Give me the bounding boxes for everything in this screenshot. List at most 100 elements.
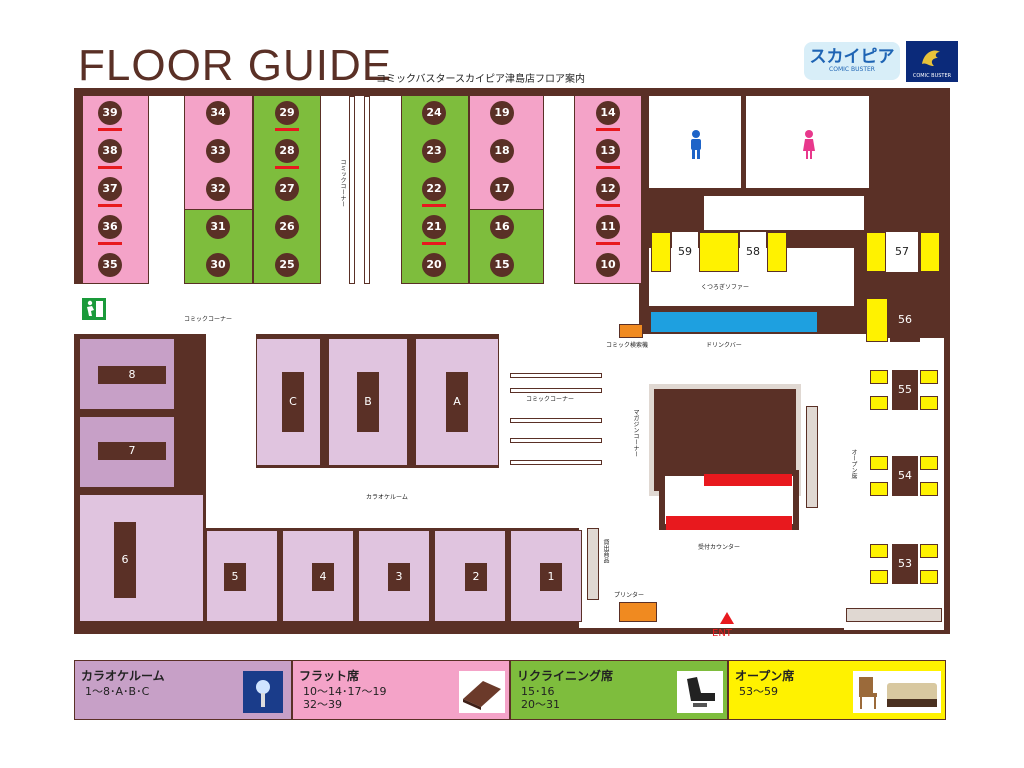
reception-label: 受付カウンター	[696, 544, 743, 552]
corridor	[74, 284, 639, 334]
seat-number[interactable]: 11	[596, 215, 620, 239]
seat-number[interactable]: 27	[275, 177, 299, 201]
rental-label: 貸出商品	[601, 538, 609, 564]
page-title: FLOOR GUIDE	[78, 41, 393, 90]
skypia-logo: スカイピア COMIC BUSTER	[804, 42, 900, 80]
magazine-corner-label: マガジンコーナー	[631, 408, 639, 458]
seat-number[interactable]: 37	[98, 177, 122, 201]
legend-flat: フラット席 10～14･17～19 32～39	[292, 660, 510, 720]
printer[interactable]	[619, 602, 657, 622]
seat-number[interactable]: 20	[422, 253, 446, 277]
room-number: 5	[224, 563, 246, 591]
comic-shelf	[510, 460, 602, 465]
seat-divider	[98, 128, 122, 131]
open-seat-chair	[920, 456, 938, 470]
seat-number[interactable]: 22	[422, 177, 446, 201]
seat-number[interactable]: 17	[490, 177, 514, 201]
sofa-chair-icon	[853, 671, 941, 713]
karaoke-room-1[interactable]	[510, 530, 582, 622]
seat-number[interactable]: 32	[206, 177, 230, 201]
seat-number[interactable]: 13	[596, 139, 620, 163]
open-seat-chair	[920, 232, 940, 272]
comic-shelf	[510, 438, 602, 443]
seat-number[interactable]: 57	[886, 232, 918, 272]
seat-number[interactable]: 14	[596, 101, 620, 125]
seat-number[interactable]: 31	[206, 215, 230, 239]
seat-divider	[596, 242, 620, 245]
comic-search-kiosk[interactable]	[619, 324, 643, 338]
seat-number[interactable]: 16	[490, 215, 514, 239]
comic-buster-logo-text: COMIC BUSTER	[912, 73, 952, 79]
seat-number[interactable]: 19	[490, 101, 514, 125]
seat-number[interactable]: 15	[490, 253, 514, 277]
comic-corner-label: コミックコーナー	[182, 316, 235, 324]
comic-shelf	[364, 96, 370, 284]
entrance-arrow-icon	[720, 612, 734, 624]
comic-shelf	[349, 96, 355, 284]
entrance-label: ENT	[712, 628, 732, 639]
seat-divider	[422, 242, 446, 245]
open-seat-chair	[767, 232, 787, 272]
seat-number[interactable]: 34	[206, 101, 230, 125]
seat-number[interactable]: 33	[206, 139, 230, 163]
seat-number[interactable]: 56	[890, 298, 920, 342]
seat-number[interactable]: 39	[98, 101, 122, 125]
legend-title: リクライニング席	[517, 669, 614, 683]
recliner-chair-icon	[677, 671, 723, 713]
seat-number[interactable]: 35	[98, 253, 122, 277]
counter-side	[806, 406, 818, 508]
open-seat-chair	[920, 544, 938, 558]
karaoke-room-6[interactable]	[79, 494, 204, 622]
seat-number[interactable]: 10	[596, 253, 620, 277]
open-seat-bench	[846, 608, 942, 622]
seat-number[interactable]: 58	[740, 232, 766, 272]
legend-title: カラオケルーム	[81, 669, 165, 683]
seat-number[interactable]: 29	[275, 101, 299, 125]
legend-range: 53～59	[739, 685, 778, 698]
seat-number[interactable]: 53	[892, 544, 918, 584]
open-seat-chair	[870, 396, 888, 410]
seat-number[interactable]: 28	[275, 139, 299, 163]
skypia-logo-sub: COMIC BUSTER	[829, 66, 875, 73]
comic-shelf	[510, 388, 602, 393]
seat-number[interactable]: 59	[672, 232, 698, 272]
seat-divider	[98, 166, 122, 169]
seat-number[interactable]: 55	[892, 370, 918, 410]
seat-number[interactable]: 24	[422, 101, 446, 125]
legend-title: オープン席	[735, 669, 795, 683]
seat-divider	[98, 204, 122, 207]
floor-map: 39 38 37 36 35 34 33 32 31 30 29 28 27 2…	[74, 88, 950, 634]
room-number: A	[446, 372, 468, 432]
room-number: 6	[114, 522, 136, 598]
microphone-icon	[243, 671, 283, 713]
seat-number[interactable]: 30	[206, 253, 230, 277]
seat-number[interactable]: 25	[275, 253, 299, 277]
seat-number[interactable]: 18	[490, 139, 514, 163]
room-number: C	[282, 372, 304, 432]
comic-corner-label: コミックコーナー	[524, 396, 577, 404]
seat-number[interactable]: 38	[98, 139, 122, 163]
womens-restroom	[746, 96, 869, 188]
skypia-logo-text: スカイピア	[809, 47, 895, 67]
seat-number[interactable]: 54	[892, 456, 918, 496]
comic-buster-logo: COMIC BUSTER	[906, 41, 958, 82]
seat-number[interactable]: 21	[422, 215, 446, 239]
legend-range: 15･16 20～31	[521, 685, 560, 711]
seat-number[interactable]: 12	[596, 177, 620, 201]
karaoke-room-label: カラオケルーム	[364, 494, 410, 502]
counter-red-bottom	[666, 516, 792, 530]
female-icon	[803, 130, 815, 159]
open-seat-chair	[866, 298, 888, 342]
open-seat-chair	[870, 570, 888, 584]
open-seat-chair	[870, 370, 888, 384]
rental-shelf	[587, 528, 599, 600]
seat-divider	[275, 166, 299, 169]
legend: カラオケルーム 1～8･A･B･C フラット席 10～14･17～19 32～3…	[74, 660, 946, 720]
seat-number[interactable]: 36	[98, 215, 122, 239]
seat-number[interactable]: 26	[275, 215, 299, 239]
room-number: 8	[98, 366, 166, 384]
seat-number[interactable]: 23	[422, 139, 446, 163]
drink-bar[interactable]	[649, 310, 819, 334]
aisle	[149, 96, 184, 284]
open-seat-chair	[870, 482, 888, 496]
